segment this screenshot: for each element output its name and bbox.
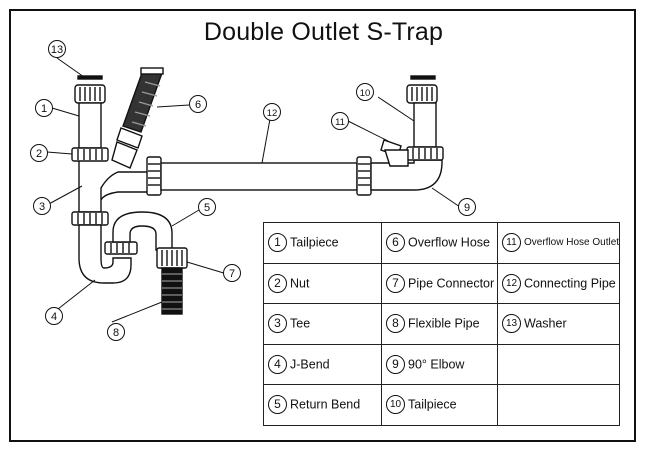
callout-6: 6 — [189, 95, 207, 113]
flexible-pipe — [161, 267, 183, 315]
callout-3: 3 — [33, 197, 51, 215]
legend-label: Tailpiece — [290, 235, 339, 250]
legend-label: Washer — [524, 316, 567, 331]
svg-text:12: 12 — [267, 108, 278, 119]
tee-body — [78, 161, 151, 213]
legend-number: 6 — [386, 233, 405, 253]
legend-number: 5 — [268, 395, 287, 415]
callout-2: 2 — [30, 144, 48, 162]
legend-label: Overflow Hose Outlet — [524, 237, 620, 249]
svg-text:11: 11 — [335, 117, 345, 128]
connecting-pipe-nut-left — [146, 156, 162, 196]
callout-markers: 13 1 2 3 4 5 6 7 8 9 10 11 12 — [30, 40, 476, 341]
legend-number: 11 — [502, 233, 521, 253]
legend-number: 3 — [268, 314, 287, 334]
svg-text:7: 7 — [229, 268, 235, 280]
legend-number: 13 — [502, 314, 521, 334]
legend-cell — [496, 384, 621, 426]
washer-right — [410, 75, 436, 80]
legend-label: Flexible Pipe — [408, 316, 480, 331]
legend-number: 12 — [502, 273, 521, 293]
callout-11: 11 — [331, 112, 349, 130]
callout-10: 10 — [356, 83, 374, 101]
svg-text:13: 13 — [51, 44, 63, 56]
callout-12: 12 — [263, 103, 281, 121]
left-tailpiece — [74, 84, 106, 149]
legend-label: Nut — [290, 276, 310, 291]
connecting-pipe-nut-right — [356, 156, 372, 196]
legend-label: Return Bend — [290, 397, 361, 412]
svg-text:8: 8 — [113, 327, 119, 339]
svg-text:4: 4 — [51, 311, 57, 323]
right-nut — [406, 146, 444, 161]
legend-number: 10 — [386, 395, 405, 415]
legend-label: Tee — [290, 316, 311, 331]
legend-number: 8 — [386, 314, 405, 334]
j-bend — [78, 224, 132, 284]
callout-9: 9 — [458, 198, 476, 216]
callout-13: 13 — [48, 40, 66, 58]
overflow-hose-outlet — [380, 139, 409, 167]
connecting-pipe — [160, 162, 358, 191]
return-bend — [112, 211, 173, 251]
pipe-connector — [156, 247, 188, 269]
callout-4: 4 — [45, 307, 63, 325]
right-tailpiece — [406, 84, 438, 148]
callout-1: 1 — [35, 99, 53, 117]
overflow-hose — [111, 67, 164, 169]
legend-number: 7 — [386, 273, 405, 293]
svg-text:5: 5 — [204, 202, 210, 214]
legend-label: Overflow Hose — [408, 235, 490, 250]
lower-nut — [71, 211, 109, 226]
legend-cell — [496, 343, 621, 385]
svg-text:9: 9 — [464, 202, 470, 214]
svg-text:6: 6 — [195, 99, 201, 111]
legend-label: Pipe Connector — [408, 276, 495, 291]
svg-text:3: 3 — [39, 201, 45, 213]
legend-number: 4 — [268, 354, 287, 374]
left-nut — [71, 147, 109, 162]
diagram-frame — [9, 9, 636, 442]
callout-5: 5 — [198, 198, 216, 216]
legend-label: Tailpiece — [408, 397, 457, 412]
j-bend-nut — [104, 241, 138, 255]
legend-number: 9 — [386, 354, 405, 374]
diagram-title: Double Outlet S-Trap — [203, 18, 444, 46]
callout-8: 8 — [107, 323, 125, 341]
legend-label: Connecting Pipe — [524, 276, 616, 291]
svg-text:2: 2 — [36, 148, 42, 160]
legend-label: J-Bend — [290, 357, 330, 372]
leader-lines — [46, 57, 461, 323]
legend-number: 2 — [268, 273, 287, 293]
washer-left — [77, 75, 103, 80]
callout-7: 7 — [223, 264, 241, 282]
legend-number: 1 — [268, 233, 287, 253]
svg-text:1: 1 — [41, 103, 47, 115]
legend-label: 90° Elbow — [408, 357, 465, 372]
svg-text:10: 10 — [360, 88, 371, 99]
